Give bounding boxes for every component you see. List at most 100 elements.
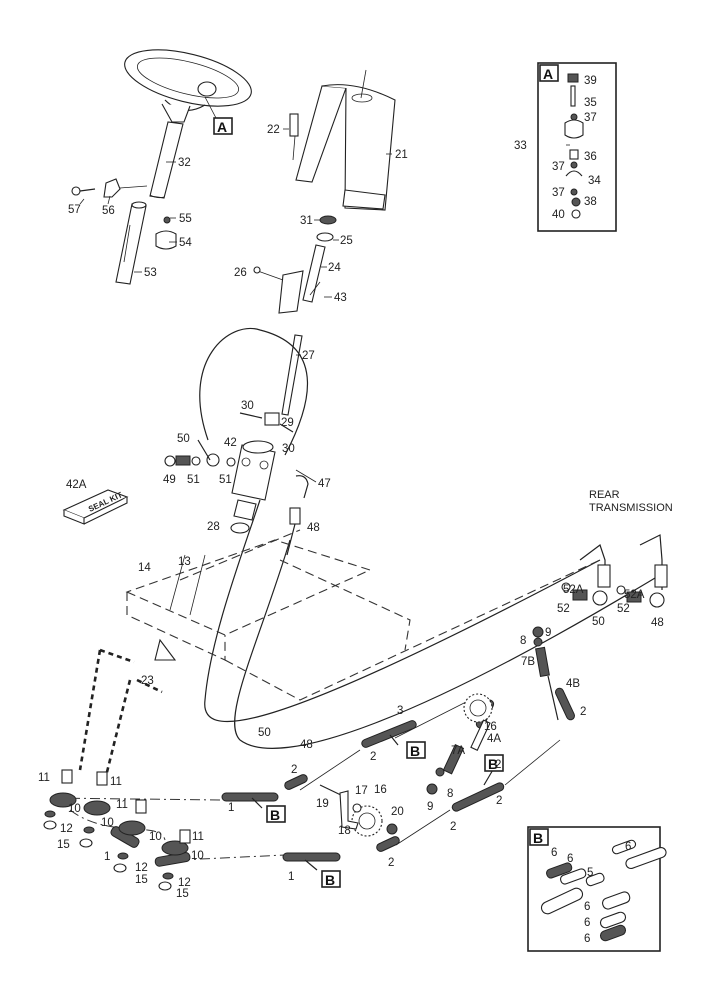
callout-30: 30 xyxy=(282,443,295,455)
callout-4a: 4A xyxy=(487,733,501,745)
callout-52: 52 xyxy=(617,603,630,615)
callout-9: 9 xyxy=(545,627,551,639)
callout-18: 18 xyxy=(338,825,351,837)
callout-2: 2 xyxy=(450,821,456,833)
detail-a-callout-36: 36 xyxy=(584,151,597,163)
detail-b-callout-6: 6 xyxy=(625,841,631,853)
hose-48-run xyxy=(234,539,661,749)
callout-52a: 52A xyxy=(563,584,584,596)
svg-text:B: B xyxy=(325,872,335,888)
callout-1: 1 xyxy=(104,851,110,863)
hose-50-run xyxy=(204,499,601,723)
callout-3: 3 xyxy=(397,705,403,717)
callout-24: 24 xyxy=(328,262,341,274)
callout-48: 48 xyxy=(300,739,313,751)
detail-a-callout-35: 35 xyxy=(584,97,597,109)
callout-16: 16 xyxy=(484,721,497,733)
callout-7a: 7A xyxy=(451,745,465,757)
callout-15: 15 xyxy=(176,888,189,900)
callout-43: 43 xyxy=(334,292,347,304)
callout-10: 10 xyxy=(101,817,114,829)
callout-51: 51 xyxy=(219,474,232,486)
callout-33: 33 xyxy=(514,140,527,152)
detail-a-callout-40: 40 xyxy=(552,209,565,221)
callout-4b: 4B xyxy=(566,678,580,690)
callout-30: 30 xyxy=(241,400,254,412)
callout-7b: 7B xyxy=(521,656,535,668)
callout-48: 48 xyxy=(307,522,320,534)
coupler-29 xyxy=(239,412,294,433)
detail-a-callout-37: 37 xyxy=(584,112,597,124)
callout-22: 22 xyxy=(267,124,280,136)
callout-11: 11 xyxy=(110,776,122,788)
callout-57: 57 xyxy=(68,204,81,216)
callout-10: 10 xyxy=(149,831,162,843)
callout-42a: 42A xyxy=(66,479,87,491)
detail-a-callout-39: 39 xyxy=(584,75,597,87)
ref-box-B-3: B xyxy=(484,754,504,772)
callout-15: 15 xyxy=(57,839,70,851)
callout-50: 50 xyxy=(592,616,605,628)
callout-31: 31 xyxy=(300,215,313,227)
shaft-27 xyxy=(281,334,303,416)
detail-b-callout-6: 6 xyxy=(584,901,590,913)
ref-box-B-2: B xyxy=(406,741,426,759)
callout-48: 48 xyxy=(651,617,664,629)
detail-A-title: A xyxy=(543,66,553,82)
callout-49: 49 xyxy=(163,474,176,486)
callout-27: 27 xyxy=(302,350,315,362)
callout-8: 8 xyxy=(447,788,453,800)
detail-a-callout-37: 37 xyxy=(552,187,565,199)
steering-wheel xyxy=(124,49,252,123)
clamp-54 xyxy=(155,216,177,250)
callout-2: 2 xyxy=(388,857,394,869)
bolt-57-clamp-56 xyxy=(71,178,148,198)
callout-20: 20 xyxy=(391,806,404,818)
callout-17: 17 xyxy=(355,785,368,797)
callout-1: 1 xyxy=(288,871,294,883)
callout-21: 21 xyxy=(395,149,408,161)
hose-48-fitting xyxy=(286,507,301,556)
callout-55: 55 xyxy=(179,213,192,225)
callout-47: 47 xyxy=(318,478,331,490)
callout-32: 32 xyxy=(178,157,191,169)
callout-50: 50 xyxy=(177,433,190,445)
detail-b-callout-6: 6 xyxy=(567,853,573,865)
rear-transmission-note-line2: TRANSMISSION xyxy=(589,502,673,514)
bolt-22 xyxy=(289,113,299,161)
callout-50: 50 xyxy=(258,727,271,739)
hydraulic-pump-42 xyxy=(230,440,276,534)
callout-10: 10 xyxy=(191,850,204,862)
callout-12: 12 xyxy=(135,862,148,874)
callout-2: 2 xyxy=(370,751,376,763)
lower-shaft-53 xyxy=(115,201,147,285)
ref-box-B-1: B xyxy=(266,805,286,823)
detail-b-callout-5: 5 xyxy=(587,867,593,879)
elbow-47 xyxy=(295,475,309,499)
svg-text:B: B xyxy=(410,743,420,759)
console-bracket-21 xyxy=(295,69,396,211)
callout-11: 11 xyxy=(192,831,204,843)
callout-14: 14 xyxy=(138,562,151,574)
callout-29: 29 xyxy=(281,417,294,429)
callout-54: 54 xyxy=(179,237,192,249)
callout-2: 2 xyxy=(495,759,501,771)
callout-9: 9 xyxy=(427,801,433,813)
ref-box-B-4: B xyxy=(321,870,341,888)
callout-52a: 52A xyxy=(624,589,645,601)
steering-shaft-32 xyxy=(149,121,184,199)
callout-23: 23 xyxy=(141,675,154,687)
frame xyxy=(125,529,601,701)
bearing-31-25 xyxy=(316,215,337,242)
callout-19: 19 xyxy=(316,798,329,810)
callout-1: 1 xyxy=(228,802,234,814)
callout-52: 52 xyxy=(557,603,570,615)
detail-b-callout-6: 6 xyxy=(584,933,590,945)
detail-a-callout-37: 37 xyxy=(552,161,565,173)
svg-text:A: A xyxy=(217,119,227,135)
detail-B-title: B xyxy=(533,830,543,846)
detail-B-panel: B xyxy=(527,826,667,952)
